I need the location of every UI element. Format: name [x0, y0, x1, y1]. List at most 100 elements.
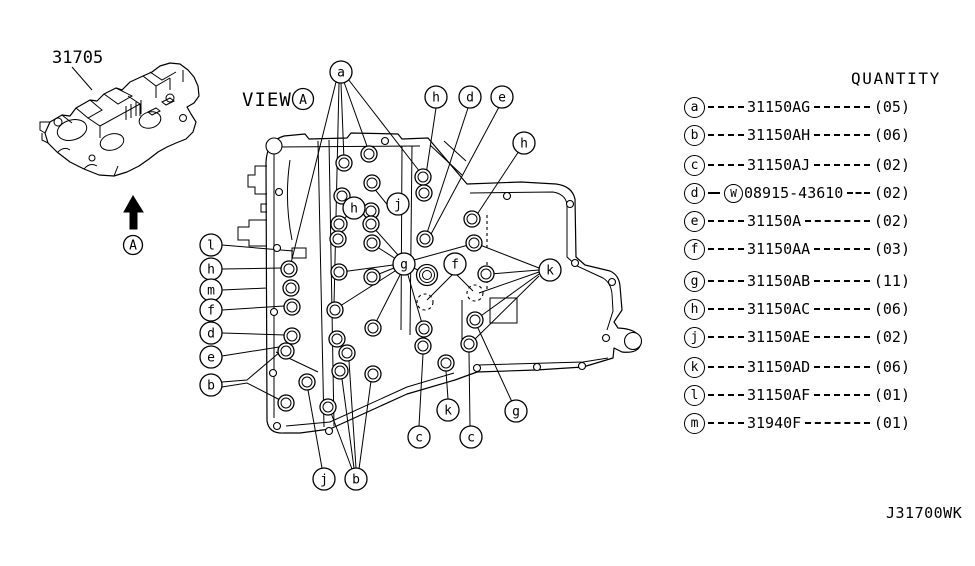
table-row-b[interactable]: b 31150AH (06)	[684, 124, 910, 146]
drawing-code: J31700WK	[886, 504, 963, 522]
bolt	[364, 365, 382, 383]
ref-letter-badge: l	[684, 384, 705, 406]
dash-leader	[708, 134, 744, 136]
bolt	[437, 354, 455, 372]
callout-j-mid[interactable]: j	[386, 192, 410, 216]
svg-text:e: e	[207, 351, 215, 366]
view-ref-badge-title: A	[291, 87, 315, 111]
ref-letter-badge: g	[684, 270, 705, 292]
part-number: 31150AD	[747, 358, 811, 376]
callout-f-left[interactable]: f	[199, 298, 223, 322]
callout-h-mid[interactable]: h	[342, 196, 366, 220]
dash-leader	[814, 164, 870, 166]
dash-leader	[847, 192, 870, 194]
bolt	[414, 168, 432, 186]
part-quantity: (03)	[873, 240, 910, 258]
bolt	[463, 210, 481, 228]
bolt	[415, 184, 433, 202]
part-number: 31150A	[747, 212, 802, 230]
bolt	[363, 174, 381, 192]
bolt	[362, 215, 380, 233]
svg-text:k: k	[546, 264, 554, 279]
ref-letter-badge: d	[684, 182, 705, 204]
callout-h-top[interactable]: h	[424, 85, 448, 109]
case-outline	[237, 132, 642, 434]
callout-d-left[interactable]: d	[199, 321, 223, 345]
callout-e-left[interactable]: e	[199, 345, 223, 369]
table-row-k[interactable]: k 31150AD (06)	[684, 356, 910, 378]
bolt	[319, 398, 337, 416]
ref-letter-badge: h	[684, 298, 705, 320]
bolt	[477, 265, 495, 283]
callout-e-top[interactable]: e	[490, 85, 514, 109]
table-row-l[interactable]: l 31150AF (01)	[684, 384, 910, 406]
callout-h-right[interactable]: h	[512, 131, 536, 155]
bolt	[326, 301, 344, 319]
callout-d-top[interactable]: d	[458, 85, 482, 109]
ref-letter-badge: b	[684, 124, 705, 146]
part-number: 31150AE	[747, 328, 811, 346]
bolt	[277, 394, 295, 412]
part-number: 31150AA	[747, 240, 811, 258]
ref-letter-badge: c	[684, 154, 705, 176]
table-row-h[interactable]: h 31150AC (06)	[684, 298, 910, 320]
part-number: 08915-43610	[744, 184, 844, 202]
view-direction-arrow	[123, 195, 144, 230]
table-row-c[interactable]: c 31150AJ (02)	[684, 154, 910, 176]
svg-text:b: b	[207, 379, 215, 394]
table-row-g[interactable]: g 31150AB (11)	[684, 270, 910, 292]
dash-leader	[814, 366, 870, 368]
dash-leader	[708, 280, 744, 282]
callout-f-mid[interactable]: f	[443, 252, 467, 276]
bolt	[364, 319, 382, 337]
bolt	[298, 373, 316, 391]
callout-j-bottom[interactable]: j	[312, 467, 336, 491]
dash-leader	[814, 280, 870, 282]
svg-text:f: f	[207, 304, 215, 319]
part-number: 31150AC	[747, 300, 811, 318]
bolt	[414, 337, 432, 355]
callout-a[interactable]: a	[329, 60, 353, 84]
callout-h-left[interactable]: h	[199, 257, 223, 281]
bolt	[363, 268, 381, 286]
callout-c-bottom-left[interactable]: c	[407, 425, 431, 449]
inset-part-number: 31705	[52, 48, 103, 68]
svg-text:c: c	[415, 431, 423, 446]
callout-b-left[interactable]: b	[199, 373, 223, 397]
dash-leader	[814, 134, 870, 136]
svg-text:A: A	[299, 93, 307, 108]
callout-l-left[interactable]: l	[199, 233, 223, 257]
leader-lines	[221, 78, 540, 470]
bolt	[460, 335, 478, 353]
fitting	[415, 263, 439, 287]
bolt	[328, 330, 346, 348]
table-row-j[interactable]: j 31150AE (02)	[684, 326, 910, 348]
table-row-f[interactable]: f 31150AA (03)	[684, 238, 910, 260]
svg-text:g: g	[400, 258, 408, 273]
table-row-a[interactable]: a 31150AG (05)	[684, 96, 910, 118]
part-quantity: (02)	[873, 184, 910, 202]
flange-holes	[265, 136, 643, 436]
ref-letter-badge: e	[684, 210, 705, 232]
ref-letter-badge: f	[684, 238, 705, 260]
callout-k-bottom[interactable]: k	[436, 398, 460, 422]
part-quantity: (01)	[873, 414, 910, 432]
view-label: VIEW	[242, 89, 292, 111]
table-row-d[interactable]: d W 08915-43610 (02)	[684, 182, 910, 204]
callout-m-left[interactable]: m	[199, 278, 223, 302]
svg-text:A: A	[129, 239, 137, 254]
ref-letter-badge: a	[684, 96, 705, 118]
callout-g-bottom[interactable]: g	[504, 399, 528, 423]
table-row-m[interactable]: m 31940F (01)	[684, 412, 910, 434]
part-quantity: (02)	[873, 212, 910, 230]
callout-c-bottom-right[interactable]: c	[459, 425, 483, 449]
callout-g-mid[interactable]: g	[392, 252, 416, 276]
callout-k-right[interactable]: k	[538, 258, 562, 282]
svg-text:e: e	[498, 91, 506, 106]
dash-leader	[805, 422, 870, 424]
quantity-header: QUANTITY	[851, 69, 941, 88]
callout-b-bottom[interactable]: b	[344, 467, 368, 491]
table-row-e[interactable]: e 31150A (02)	[684, 210, 910, 232]
part-number: 31150AF	[747, 386, 811, 404]
